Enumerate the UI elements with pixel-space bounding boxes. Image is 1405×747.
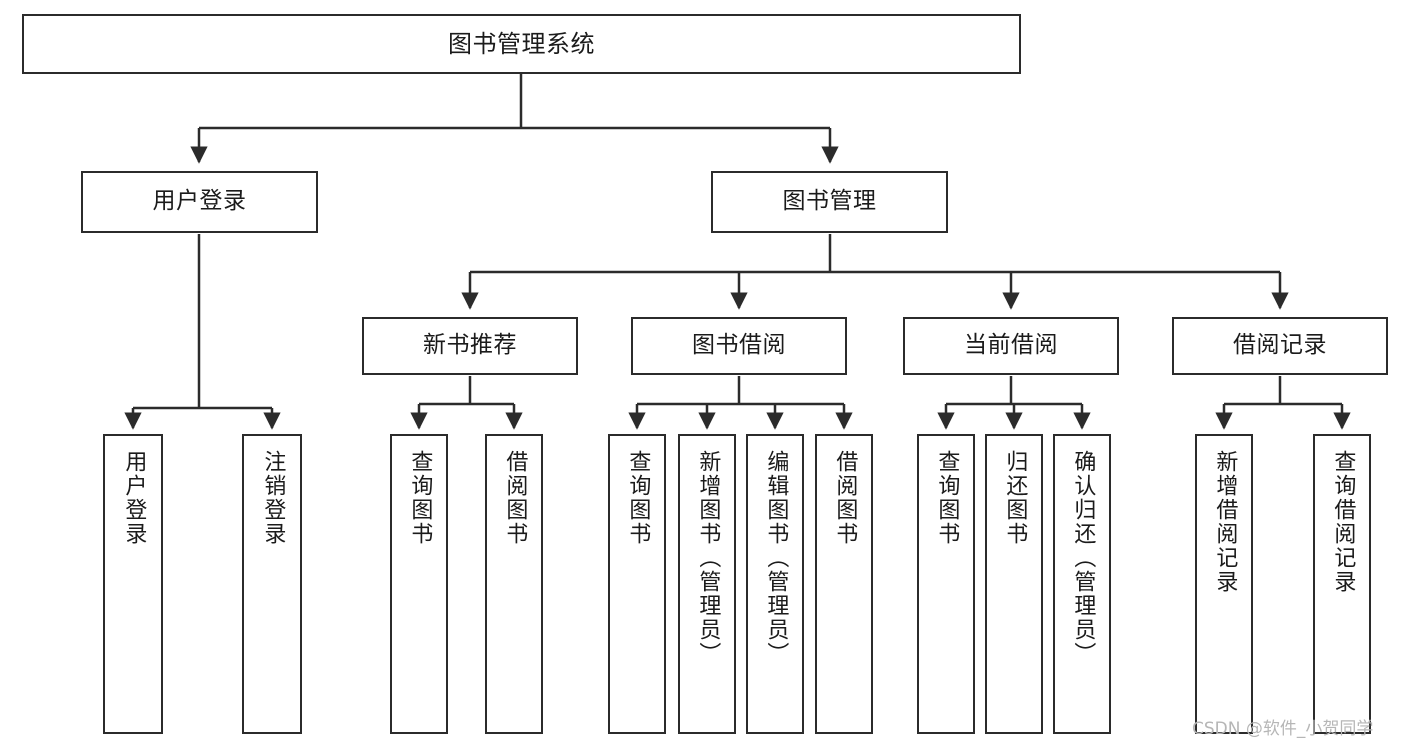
node-user-login-label: 用户登录 xyxy=(152,188,247,215)
node-book-management[interactable]: 图书管理 xyxy=(711,171,948,233)
node-leaf-query-record[interactable]: 查询借阅记录 xyxy=(1313,434,1371,734)
node-leaf-borrow-book-2-label: 借阅图书 xyxy=(832,450,858,546)
node-leaf-return-book-label: 归还图书 xyxy=(1002,450,1028,546)
node-leaf-confirm-return[interactable]: 确认归还（管理员） xyxy=(1053,434,1111,734)
node-leaf-edit-book[interactable]: 编辑图书（管理员） xyxy=(746,434,804,734)
node-leaf-user-login[interactable]: 用户登录 xyxy=(103,434,163,734)
node-borrow-record-label: 借阅记录 xyxy=(1233,332,1327,359)
node-leaf-query-book-2-label: 查询图书 xyxy=(625,450,651,546)
node-leaf-query-record-label: 查询借阅记录 xyxy=(1330,450,1356,594)
node-new-book-recommend[interactable]: 新书推荐 xyxy=(362,317,578,375)
node-book-borrow-label: 图书借阅 xyxy=(692,332,786,359)
node-leaf-query-book-3[interactable]: 查询图书 xyxy=(917,434,975,734)
node-leaf-add-book-label: 新增图书（管理员） xyxy=(695,450,721,666)
node-leaf-add-record[interactable]: 新增借阅记录 xyxy=(1195,434,1253,734)
node-leaf-user-logout-label: 注销登录 xyxy=(260,450,286,546)
node-current-borrow[interactable]: 当前借阅 xyxy=(903,317,1119,375)
node-book-management-label: 图书管理 xyxy=(782,188,877,215)
node-user-login[interactable]: 用户登录 xyxy=(81,171,318,233)
node-leaf-query-book-1-label: 查询图书 xyxy=(407,450,433,546)
node-leaf-edit-book-label: 编辑图书（管理员） xyxy=(763,450,789,666)
node-leaf-add-record-label: 新增借阅记录 xyxy=(1212,450,1238,594)
node-leaf-query-book-2[interactable]: 查询图书 xyxy=(608,434,666,734)
node-leaf-borrow-book-2[interactable]: 借阅图书 xyxy=(815,434,873,734)
node-leaf-add-book[interactable]: 新增图书（管理员） xyxy=(678,434,736,734)
node-book-borrow[interactable]: 图书借阅 xyxy=(631,317,847,375)
node-root[interactable]: 图书管理系统 xyxy=(22,14,1021,74)
node-current-borrow-label: 当前借阅 xyxy=(964,332,1058,359)
node-borrow-record[interactable]: 借阅记录 xyxy=(1172,317,1388,375)
node-new-book-recommend-label: 新书推荐 xyxy=(423,332,517,359)
node-leaf-user-logout[interactable]: 注销登录 xyxy=(242,434,302,734)
watermark: CSDN @软件_小贺同学 xyxy=(1192,719,1374,739)
node-leaf-confirm-return-label: 确认归还（管理员） xyxy=(1070,450,1096,666)
node-leaf-user-login-label: 用户登录 xyxy=(121,450,147,546)
node-root-label: 图书管理系统 xyxy=(448,29,595,58)
node-leaf-query-book-1[interactable]: 查询图书 xyxy=(390,434,448,734)
node-leaf-borrow-book-1-label: 借阅图书 xyxy=(502,450,528,546)
node-leaf-borrow-book-1[interactable]: 借阅图书 xyxy=(485,434,543,734)
node-leaf-query-book-3-label: 查询图书 xyxy=(934,450,960,546)
node-leaf-return-book[interactable]: 归还图书 xyxy=(985,434,1043,734)
